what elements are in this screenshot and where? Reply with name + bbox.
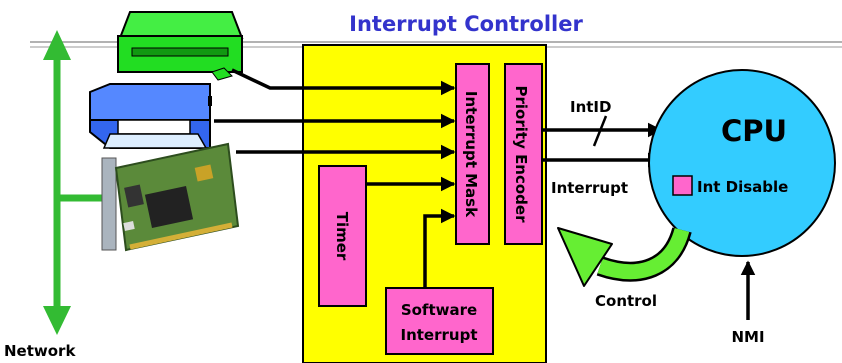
- cpu-label: CPU: [721, 114, 787, 148]
- disk-drive-icon: [117, 11, 244, 81]
- device-arrows: [214, 68, 456, 288]
- priority-encoder-block: [504, 63, 543, 245]
- int-disable-label: Int Disable: [697, 178, 788, 196]
- control-arrow: [557, 226, 692, 287]
- software-interrupt-block: [385, 287, 494, 355]
- network-bus: [43, 30, 115, 335]
- priority-encoder-label: Priority Encoder: [512, 86, 530, 224]
- interrupt-mask-label: Interrupt Mask: [462, 91, 480, 218]
- int-disable-indicator: [672, 175, 693, 196]
- intid-bus-slash: [592, 115, 608, 147]
- cpu-circle: [648, 69, 836, 257]
- diagram-title: Interrupt Controller: [349, 12, 583, 36]
- control-label: Control: [595, 292, 657, 310]
- interrupt-mask-block: [455, 63, 490, 245]
- cpu-signal-arrows: [542, 115, 663, 168]
- network-label: Network: [4, 342, 76, 360]
- intid-label: IntID: [570, 98, 611, 116]
- software-interrupt-label-line1: Software: [401, 301, 477, 319]
- software-to-mask-arrow: [423, 208, 456, 288]
- timer-block: [318, 165, 367, 307]
- software-interrupt-label-line2: Interrupt: [401, 326, 478, 344]
- timer-label: Timer: [333, 212, 351, 261]
- network-card-icon: [101, 142, 240, 252]
- nmi-label: NMI: [731, 328, 764, 346]
- interrupt-signal-label: Interrupt: [551, 179, 628, 197]
- printer-icon: [89, 83, 212, 149]
- disk-to-mask-arrow: [231, 68, 456, 96]
